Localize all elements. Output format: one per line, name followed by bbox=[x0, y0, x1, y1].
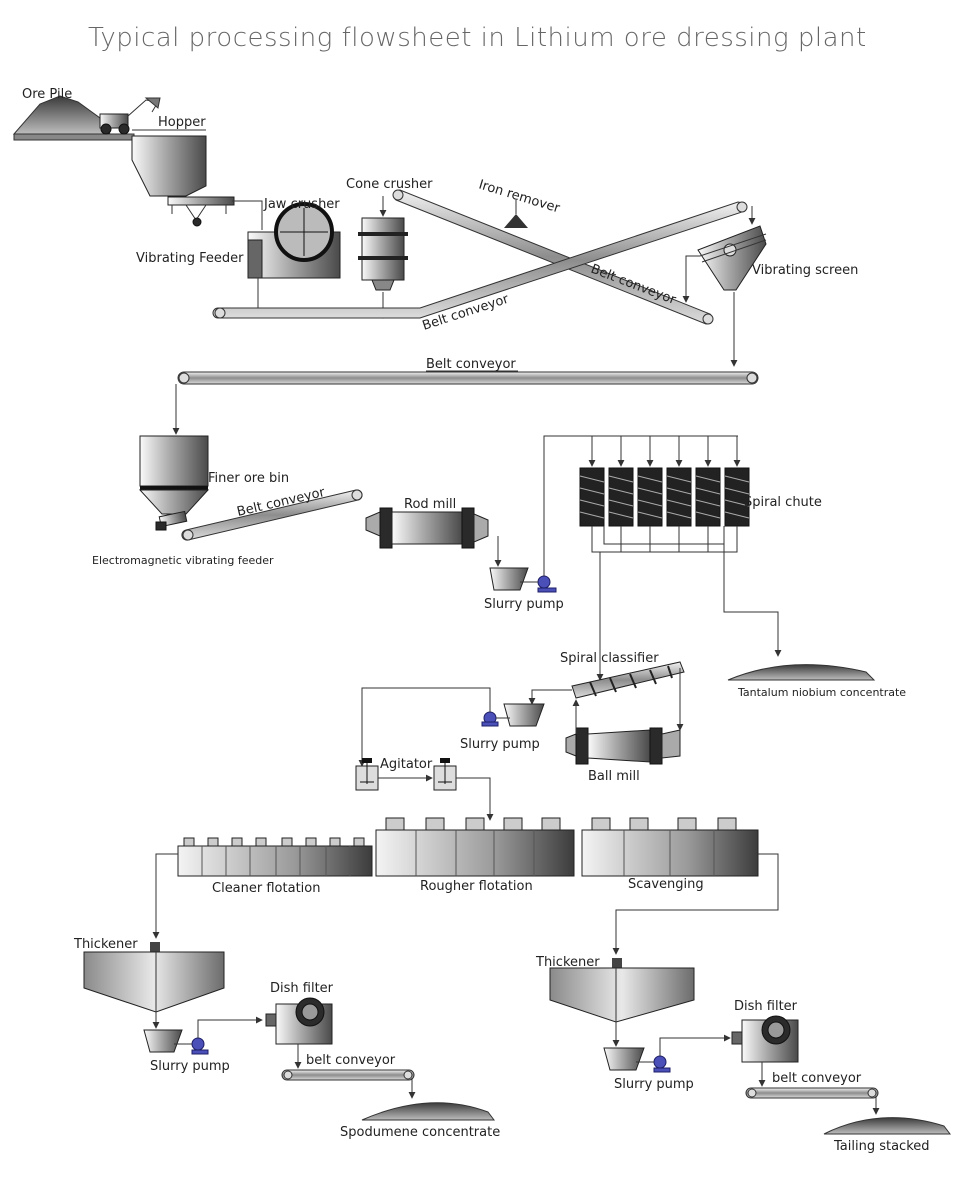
belt-conveyor-rod bbox=[181, 489, 363, 541]
tantalum-concentrate-pile bbox=[727, 664, 876, 681]
belt-conveyor-main bbox=[177, 371, 759, 385]
belt-conveyor-lower bbox=[212, 201, 748, 319]
cleaner-flotation-label: Cleaner flotation bbox=[212, 881, 320, 896]
belt-conveyor-left-bottom bbox=[281, 1069, 415, 1081]
spodumene-concentrate-label: Spodumene concentrate bbox=[340, 1125, 500, 1140]
rougher-flotation-bank bbox=[375, 817, 575, 877]
dish-filter-left bbox=[265, 997, 333, 1045]
electromagnetic-feeder-label: Electromagnetic vibrating feeder bbox=[92, 554, 274, 567]
ball-mill bbox=[565, 727, 681, 765]
rod-mill bbox=[365, 507, 489, 549]
iron-remover bbox=[504, 200, 528, 228]
dish-filter-left-label: Dish filter bbox=[270, 981, 334, 996]
agitator-2 bbox=[433, 758, 457, 791]
hopper-label: Hopper bbox=[158, 115, 206, 130]
tailing-stacked-label: Tailing stacked bbox=[833, 1139, 930, 1154]
slurry-pump-2 bbox=[481, 703, 545, 727]
rougher-flotation-label: Rougher flotation bbox=[420, 879, 533, 894]
spiral-chute-5 bbox=[695, 436, 721, 527]
vibrating-screen-label: Vibrating screen bbox=[752, 263, 858, 278]
dish-filter-right bbox=[731, 1015, 799, 1063]
spiral-classifier bbox=[571, 661, 685, 699]
ore-pile bbox=[12, 95, 161, 141]
spiral-chute-6 bbox=[724, 436, 750, 527]
belt-conveyor-label-upper: Belt conveyor bbox=[589, 262, 679, 308]
tailing-pile bbox=[823, 1117, 951, 1135]
ball-mill-label: Ball mill bbox=[588, 769, 640, 784]
slurry-pump-label-4: Slurry pump bbox=[614, 1077, 694, 1092]
finer-ore-bin-label: Finer ore bin bbox=[208, 471, 289, 486]
thickener-right bbox=[549, 958, 695, 1023]
dish-filter-right-label: Dish filter bbox=[734, 999, 798, 1014]
spiral-chute-3 bbox=[637, 436, 663, 527]
slurry-pump-1 bbox=[489, 567, 557, 593]
slurry-pump-label-2: Slurry pump bbox=[460, 737, 540, 752]
belt-conveyor-upper bbox=[392, 189, 714, 325]
agitator-label: Agitator bbox=[380, 757, 433, 772]
jaw-crusher-label: Jaw crusher bbox=[263, 197, 340, 212]
agitator-1 bbox=[355, 758, 379, 791]
hopper bbox=[131, 129, 207, 197]
electromagnetic-feeder bbox=[155, 510, 188, 531]
rod-mill-label: Rod mill bbox=[404, 497, 456, 512]
spodumene-concentrate-pile bbox=[361, 1102, 495, 1121]
spiral-chute-1 bbox=[579, 436, 605, 527]
vibrating-feeder bbox=[167, 196, 235, 227]
spiral-chute-label: Spiral chute bbox=[744, 495, 822, 510]
jaw-crusher bbox=[232, 200, 341, 279]
slurry-pump-4 bbox=[603, 1047, 671, 1073]
belt-conveyor-label-5: belt conveyor bbox=[306, 1053, 396, 1068]
thickener-left-label: Thickener bbox=[73, 937, 138, 952]
ore-pile-label: Ore Pile bbox=[22, 87, 72, 102]
vibrating-feeder-label: Vibrating Feeder bbox=[136, 251, 244, 266]
finer-ore-bin bbox=[138, 435, 210, 515]
belt-conveyor-label-main: Belt conveyor bbox=[426, 357, 516, 372]
slurry-pump-label-3: Slurry pump bbox=[150, 1059, 230, 1074]
cleaner-flotation-bank bbox=[177, 837, 373, 877]
thickener-left bbox=[83, 942, 225, 1013]
iron-remover-label: Iron remover bbox=[477, 177, 562, 216]
scavenging-bank bbox=[581, 817, 759, 877]
spiral-chute-2 bbox=[608, 436, 634, 527]
tantalum-concentrate-label: Tantalum niobium concentrate bbox=[737, 686, 906, 699]
cone-crusher bbox=[358, 217, 408, 291]
spiral-chute-4 bbox=[666, 436, 692, 527]
belt-conveyor-right-bottom bbox=[745, 1087, 879, 1099]
slurry-pump-label-1: Slurry pump bbox=[484, 597, 564, 612]
spiral-classifier-label: Spiral classifier bbox=[560, 651, 659, 666]
belt-conveyor-label-6: belt conveyor bbox=[772, 1071, 862, 1086]
scavenging-label: Scavenging bbox=[628, 877, 704, 892]
vibrating-screen bbox=[697, 225, 767, 291]
page-title: Typical processing flowsheet in Lithium … bbox=[88, 23, 867, 53]
spiral-chute-bank bbox=[579, 436, 750, 553]
thickener-right-label: Thickener bbox=[535, 955, 600, 970]
cone-crusher-label: Cone crusher bbox=[346, 177, 433, 192]
